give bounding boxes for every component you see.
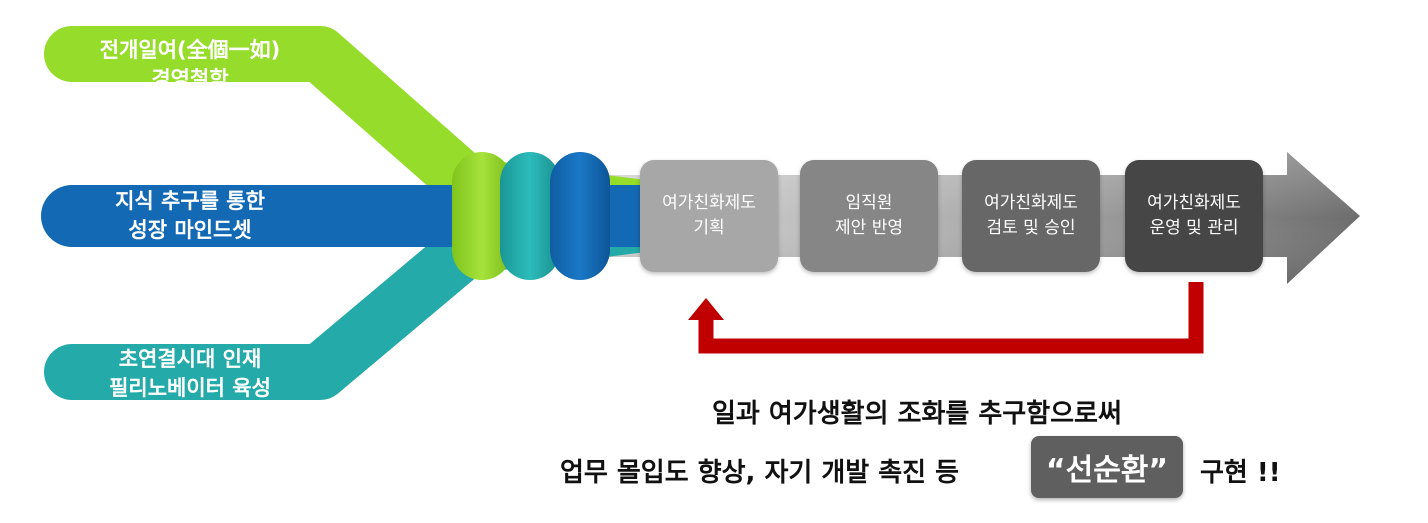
conclusion-line-1: 일과 여가생활의 조화를 추구함으로써 (712, 399, 1122, 429)
feedback-arrow-head (688, 298, 724, 320)
highlight-badge: “선순환” (1031, 436, 1183, 498)
feedback-arrow (698, 282, 1204, 354)
conclusion-line-2-suffix: 구현 !! (1200, 458, 1281, 488)
knot-ring-blue (550, 152, 610, 280)
source-label-1: 전개일여(全個一如)경영철학 (99, 38, 281, 91)
knot-ring-green (452, 152, 512, 280)
conclusion-line-2-prefix: 업무 몰입도 향상, 자기 개발 촉진 등 (560, 458, 960, 488)
knot-ring-teal (500, 152, 560, 280)
